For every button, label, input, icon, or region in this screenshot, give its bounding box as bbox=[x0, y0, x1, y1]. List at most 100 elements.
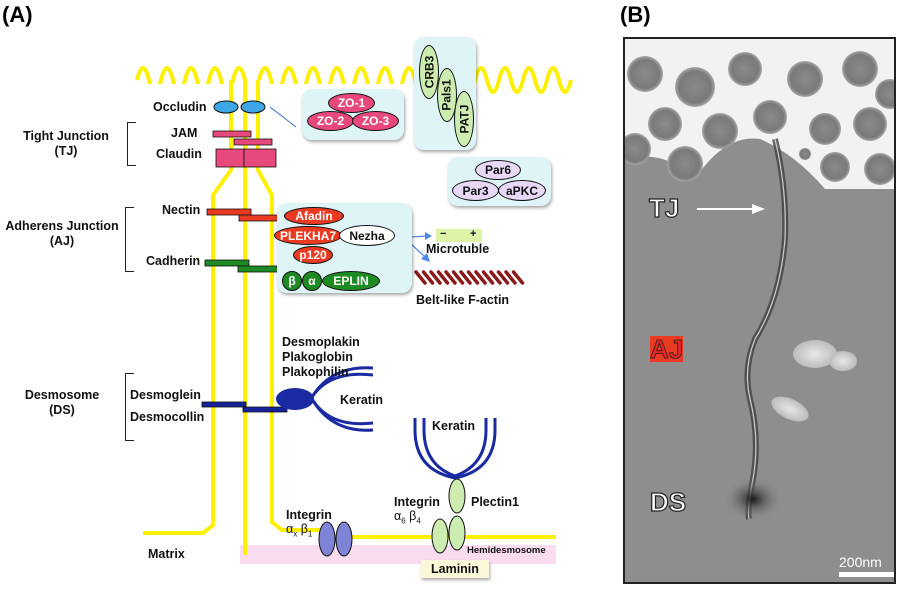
patj-protein: PATJ bbox=[454, 91, 474, 147]
desmoglein-label: Desmoglein bbox=[130, 388, 201, 402]
integrin-64-label: Integrin bbox=[394, 495, 440, 509]
aj-bracket bbox=[125, 207, 134, 272]
beta-catenin-protein: β bbox=[282, 271, 302, 291]
occludin-label: Occludin bbox=[153, 100, 207, 114]
scale-bar bbox=[839, 572, 894, 577]
cadherin-label: Cadherin bbox=[146, 254, 201, 268]
aj-group-title: Adherens Junction bbox=[5, 219, 119, 233]
par3-protein: Par3 bbox=[452, 180, 499, 201]
apkc-protein: aPKC bbox=[498, 180, 546, 201]
f-actin-filament bbox=[414, 270, 525, 285]
integrin-x-subunits: αx β1 bbox=[286, 523, 312, 539]
integrin-x-beta-index: 1 bbox=[307, 529, 313, 539]
integrin-x-alpha bbox=[318, 521, 336, 557]
em-micrograph: TJ AJ DS 200nm bbox=[623, 37, 896, 584]
f-actin-monomer bbox=[451, 270, 465, 285]
tj-group-abbr: (TJ) bbox=[54, 144, 78, 158]
integrin-64-alpha-index: 6 bbox=[401, 516, 406, 526]
f-actin-monomer bbox=[414, 270, 427, 285]
panel-a-label: (A) bbox=[2, 2, 33, 27]
plectin1-label: Plectin1 bbox=[471, 495, 519, 509]
integrin-x-label: Integrin bbox=[286, 508, 332, 522]
occludin-zo-connector bbox=[269, 106, 297, 128]
eplin-protein: EPLIN bbox=[322, 271, 380, 291]
microvillus bbox=[787, 61, 823, 97]
claudin-label: Claudin bbox=[156, 147, 202, 161]
laminin-box: Laminin bbox=[421, 560, 489, 578]
desmocollin-label: Desmocollin bbox=[130, 410, 205, 424]
nezha-actin-arrow bbox=[409, 242, 427, 259]
claudin-left bbox=[215, 148, 245, 168]
pals1-label: Pals1 bbox=[440, 79, 455, 111]
microvillus bbox=[864, 153, 894, 185]
f-actin-monomer bbox=[466, 270, 480, 285]
nectin-left bbox=[206, 208, 252, 216]
microvillus bbox=[799, 148, 811, 160]
microtubule-label: Microtuble bbox=[426, 242, 490, 256]
f-actin-label: Belt-like F-actin bbox=[416, 293, 510, 307]
zo2-protein: ZO-2 bbox=[307, 111, 354, 131]
matrix-label: Matrix bbox=[148, 547, 185, 561]
patj-label: PATJ bbox=[457, 104, 471, 134]
tj-annotation: TJ bbox=[648, 193, 680, 223]
integrin-64-alpha-symbol: α bbox=[394, 509, 402, 523]
cadherin-left bbox=[204, 259, 250, 267]
f-actin-monomer bbox=[504, 270, 517, 285]
f-actin-monomer bbox=[511, 270, 525, 285]
microvillus bbox=[627, 56, 663, 92]
f-actin-monomer bbox=[474, 270, 487, 285]
microvillus bbox=[875, 79, 894, 109]
plekha7-protein: PLEKHA7 bbox=[274, 226, 342, 245]
desmosome-plaque bbox=[723, 477, 783, 521]
nezha-protein: Nezha bbox=[339, 225, 395, 246]
ds-keratin-label: Keratin bbox=[340, 393, 384, 407]
integrin-64-beta-symbol: β bbox=[409, 509, 417, 523]
zo-complex-box: ZO-1 ZO-2 ZO-3 bbox=[302, 89, 404, 140]
claudin-right bbox=[243, 148, 277, 168]
aj-group-abbr: (AJ) bbox=[49, 234, 75, 248]
integrin-64-alpha bbox=[431, 518, 449, 554]
f-actin-monomer bbox=[489, 270, 502, 285]
plakoglobin-label: Plakoglobin bbox=[282, 350, 353, 364]
integrin-64-subunits: α6 β4 bbox=[394, 510, 421, 526]
microvillus bbox=[702, 113, 738, 149]
microvillus bbox=[753, 100, 787, 134]
microvillus bbox=[820, 152, 850, 182]
jam-left bbox=[212, 130, 252, 138]
aj-annotation: AJ bbox=[650, 334, 684, 364]
microtubule-minus-end: − bbox=[440, 228, 447, 240]
jam-right bbox=[233, 138, 273, 146]
microvillus bbox=[648, 107, 682, 141]
integrin-64-beta-index: 4 bbox=[416, 516, 421, 526]
hd-keratin-label: Keratin bbox=[432, 419, 476, 433]
crumbs-complex-box: CRB3 Pals1 PATJ bbox=[414, 37, 476, 150]
f-actin-monomer bbox=[481, 270, 495, 285]
microtubule-bar bbox=[436, 229, 482, 242]
microvillus bbox=[853, 107, 887, 141]
plectin1-shape bbox=[448, 478, 466, 514]
ds-group-abbr: (DS) bbox=[49, 403, 75, 417]
microtubule-plus-end: + bbox=[470, 228, 477, 240]
ds-group-title: Desmosome bbox=[24, 388, 100, 402]
ds-annotation: DS bbox=[649, 487, 687, 517]
f-actin-monomer bbox=[421, 270, 435, 285]
panel-a-diagram bbox=[135, 66, 573, 564]
f-actin-monomer bbox=[436, 270, 450, 285]
desmocollin-bar bbox=[242, 406, 288, 413]
ds-bracket bbox=[125, 373, 134, 441]
jam-label: JAM bbox=[171, 126, 198, 140]
microvillus bbox=[675, 67, 715, 107]
zo3-protein: ZO-3 bbox=[352, 111, 399, 131]
par6-protein: Par6 bbox=[475, 160, 521, 180]
hd-keratin-filaments bbox=[413, 418, 497, 480]
microvillus bbox=[625, 133, 651, 165]
nectin-label: Nectin bbox=[162, 203, 201, 217]
microvilli-cross-sections bbox=[625, 51, 894, 185]
desmoplakin-plaque bbox=[276, 388, 314, 410]
p120-protein: p120 bbox=[293, 246, 333, 264]
microvillus bbox=[809, 113, 841, 145]
crb3-label: CRB3 bbox=[422, 55, 437, 89]
microvillus bbox=[842, 51, 878, 87]
aj-complex-box: Afadin PLEKHA7 Nezha p120 β α EPLIN bbox=[274, 203, 412, 293]
integrin-x-beta-symbol: β bbox=[300, 522, 308, 536]
